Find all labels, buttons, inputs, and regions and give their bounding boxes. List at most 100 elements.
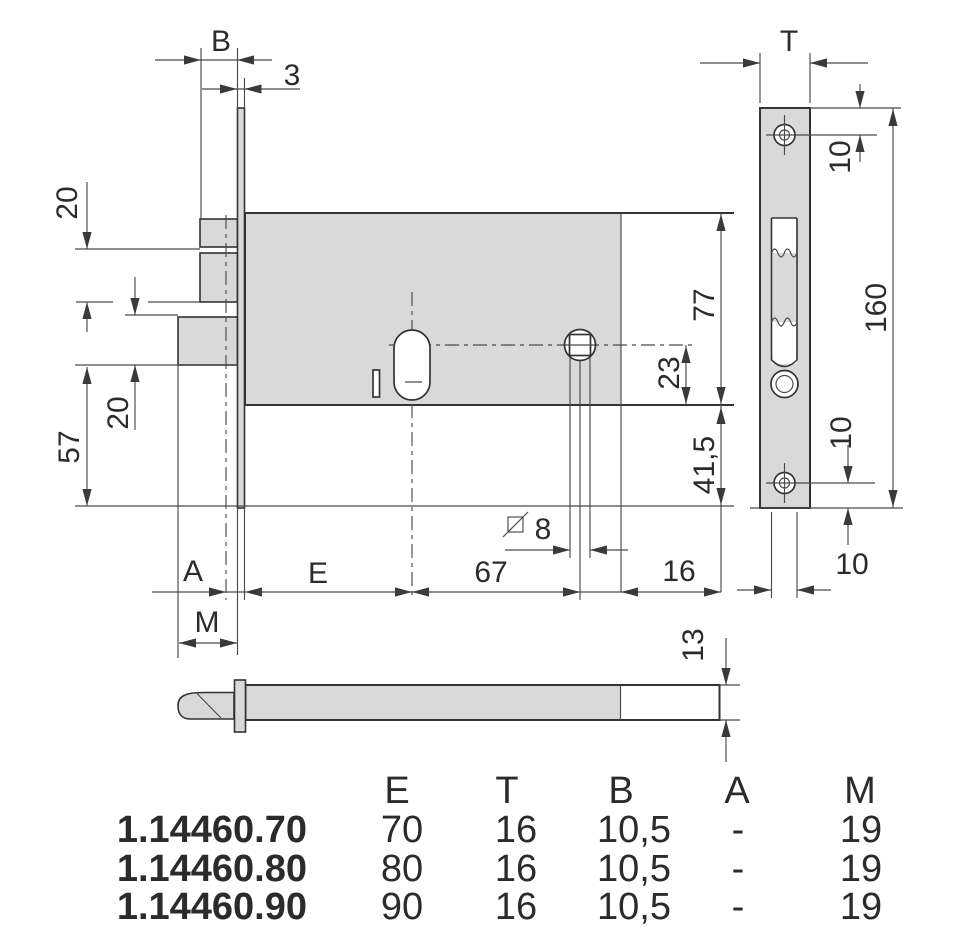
arrow — [209, 587, 226, 597]
case-step-block — [177, 316, 239, 366]
dim-label-t: T — [780, 25, 798, 58]
latch-bolt-section — [772, 253, 796, 322]
arrow — [843, 466, 853, 483]
latch-bolt-bevel — [196, 693, 222, 719]
arrow — [245, 587, 262, 597]
value-e: 90 — [381, 886, 423, 928]
table-row: 1.14460.90 90 16 10,5 - 19 — [117, 886, 882, 928]
break-line-upper — [770, 248, 798, 258]
table-header-t: T — [495, 770, 518, 812]
lock-case-body-fill — [245, 213, 621, 405]
arrow — [395, 587, 412, 597]
dim-label-13: 13 — [677, 628, 710, 661]
break-line-lower — [770, 317, 798, 327]
arrow — [716, 407, 726, 424]
table-header-e: E — [384, 770, 409, 812]
dim-label-23: 23 — [653, 356, 686, 389]
case-boss-lower — [199, 252, 239, 303]
dim-label-160: 160 — [860, 283, 893, 333]
bar-gray-fill — [245, 685, 621, 720]
case-boss-upper — [199, 218, 239, 248]
value-m: 19 — [840, 886, 882, 928]
arrow — [754, 585, 771, 595]
table-row: 1.14460.80 80 16 10,5 - 19 — [117, 848, 882, 890]
value-e: 80 — [381, 848, 423, 890]
value-t: 16 — [495, 809, 537, 851]
arrow — [82, 232, 92, 249]
dim-label-8: 8 — [535, 513, 552, 546]
arrow — [82, 367, 92, 384]
table-header-a: A — [724, 770, 750, 812]
arrow — [82, 489, 92, 506]
part-number: 1.14460.70 — [117, 809, 307, 851]
value-t: 16 — [495, 886, 537, 928]
dim-label-20-mid: 20 — [102, 396, 135, 429]
latch-slot-bottom — [770, 359, 798, 368]
arrow — [888, 109, 898, 126]
arrow — [179, 638, 196, 648]
arrow — [810, 58, 827, 68]
value-t: 16 — [495, 848, 537, 890]
arrow — [590, 545, 607, 555]
dim-label-10-top: 10 — [824, 140, 857, 173]
dim-label-3: 3 — [284, 59, 301, 92]
arrow — [716, 214, 726, 231]
side-view: T 10 160 10 10 — [700, 25, 903, 598]
arrow — [563, 587, 580, 597]
cylinder-hole — [393, 329, 431, 401]
table-header-b: B — [608, 770, 633, 812]
arrow — [721, 668, 731, 685]
arrow — [888, 490, 898, 507]
value-b: 10,5 — [597, 809, 671, 851]
arrow — [220, 638, 237, 648]
square-symbol-icon — [507, 516, 524, 533]
dim-label-10-bottom: 10 — [825, 416, 858, 449]
square-symbol-slash — [502, 511, 529, 538]
value-m: 19 — [840, 848, 882, 890]
arrow — [244, 84, 262, 94]
dim-label-41-5: 41,5 — [688, 436, 721, 494]
dim-label-b: B — [211, 25, 231, 58]
value-a: - — [732, 809, 745, 851]
bottom-view: 13 — [177, 628, 740, 762]
arrow — [553, 545, 570, 555]
value-b: 10,5 — [597, 886, 671, 928]
arrow — [843, 508, 853, 525]
value-a: - — [732, 886, 745, 928]
arrow — [797, 585, 814, 595]
value-e: 70 — [381, 809, 423, 851]
dim-label-67: 67 — [474, 556, 507, 589]
front-view: B 3 20 20 57 77 23 41,5 8 A E 67 16 M — [51, 25, 734, 658]
part-number: 1.14460.90 — [117, 886, 307, 928]
arrow — [412, 587, 429, 597]
value-a: - — [732, 848, 745, 890]
arrow — [184, 55, 201, 65]
arrow — [704, 587, 721, 597]
part-number: 1.14460.80 — [117, 848, 307, 890]
cylinder-side-hole-outer — [770, 369, 799, 399]
arrow — [220, 84, 237, 94]
dim-label-57: 57 — [53, 430, 86, 463]
dim-label-20-top: 20 — [51, 186, 84, 219]
faceplate-cross-section — [233, 679, 247, 733]
dim-label-77: 77 — [688, 288, 721, 321]
arrow — [130, 298, 140, 315]
dim-label-e: E — [308, 557, 328, 590]
arrow — [82, 302, 92, 319]
fixing-screw-slot — [372, 369, 381, 398]
dim-label-16: 16 — [662, 555, 695, 588]
arrow — [716, 387, 726, 404]
arrow — [621, 587, 638, 597]
value-b: 10,5 — [597, 848, 671, 890]
value-m: 19 — [840, 809, 882, 851]
table-header-m: M — [844, 770, 876, 812]
table-row: 1.14460.70 70 16 10,5 - 19 — [117, 809, 882, 851]
arrow — [237, 55, 254, 65]
arrow — [743, 58, 760, 68]
arrow — [855, 91, 865, 108]
dim-label-m: M — [195, 606, 220, 639]
arrow — [130, 365, 140, 382]
cylinder-side-hole-inner — [775, 374, 794, 394]
